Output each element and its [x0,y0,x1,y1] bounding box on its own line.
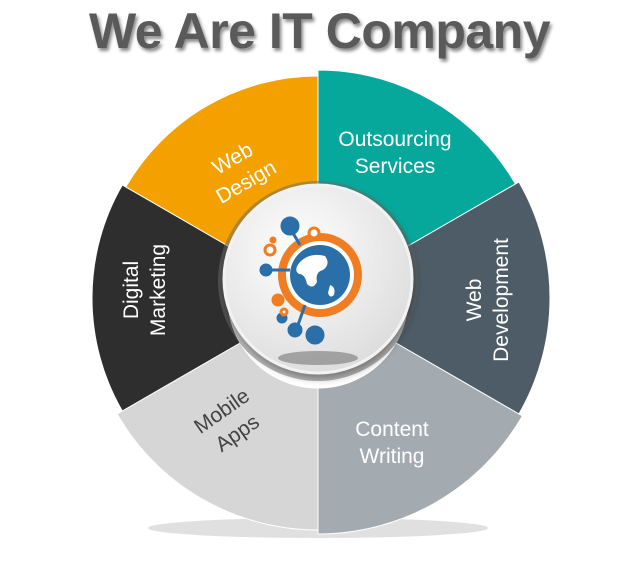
globe-gear-network-icon [259,216,362,345]
segment-label-line: Writing [360,445,425,468]
segment-mobile-apps [116,342,319,531]
segment-label-line: Digital [120,261,143,319]
page-title: We Are IT Company [88,3,551,59]
segment-label-line: Development [490,238,513,362]
segment-label-line: Outsourcing [338,128,451,151]
segment-content-writing [317,342,524,535]
segment-label-line: Services [355,155,436,178]
segment-label-line: Web [463,279,486,322]
segment-label-line: Marketing [147,244,170,336]
segment-label-line: Content [355,418,429,441]
center-hub [218,181,418,381]
